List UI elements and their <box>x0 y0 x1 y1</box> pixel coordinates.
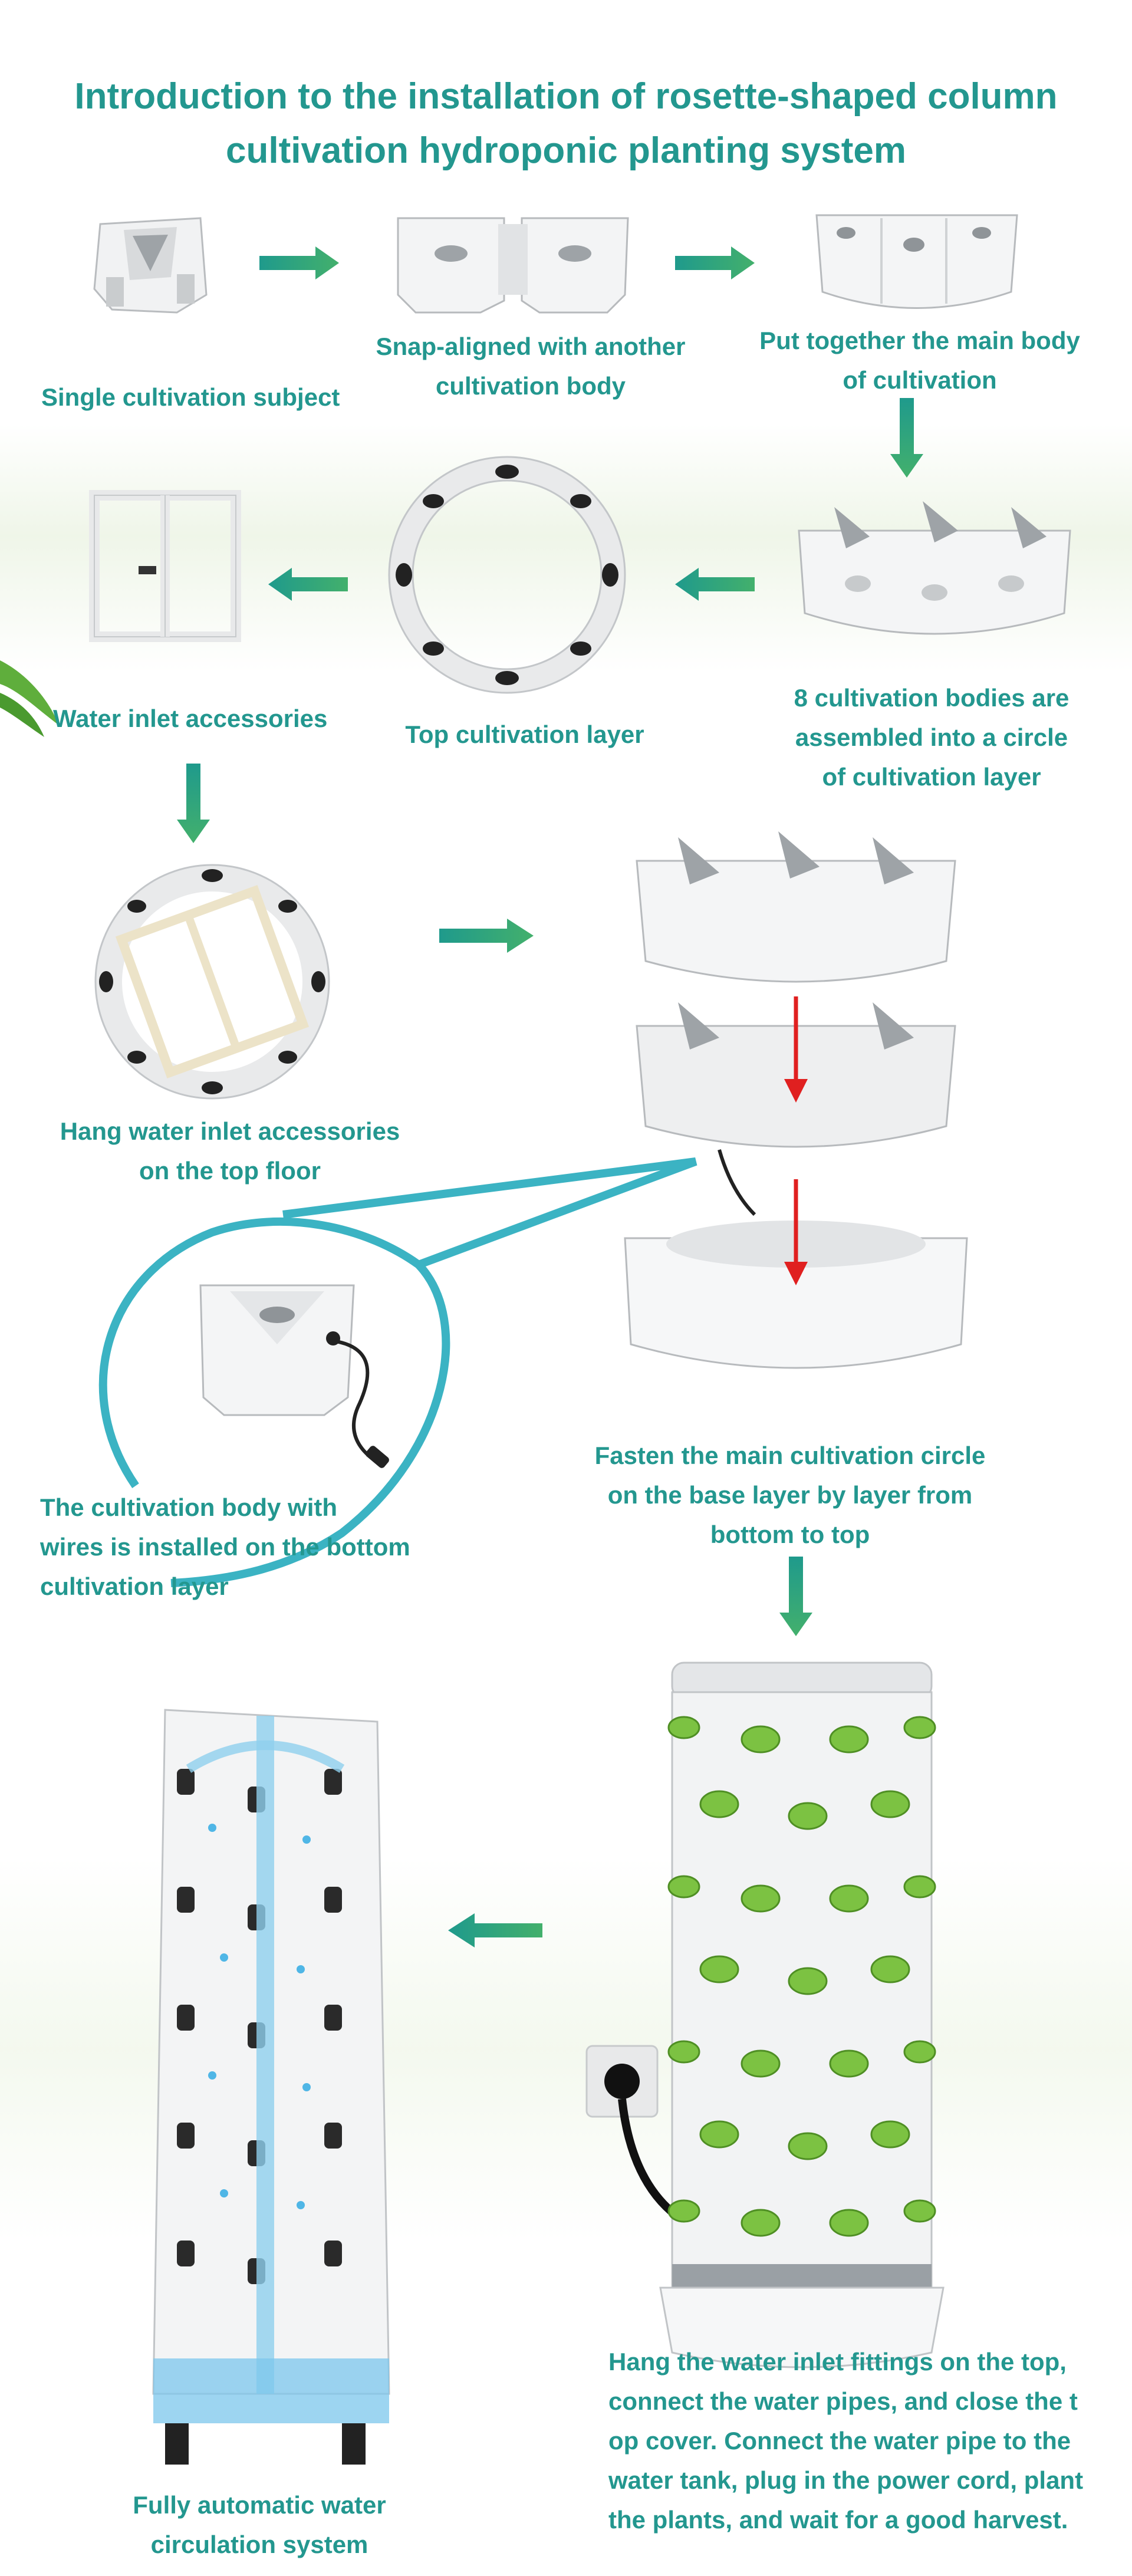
stack-layers-icon <box>624 831 968 1369</box>
step-caption: wires is installed on the bottom <box>40 1533 410 1561</box>
arrow-left-icon <box>268 568 348 601</box>
arrow-down-icon <box>779 1557 812 1636</box>
step-caption: of cultivation layer <box>822 763 1041 791</box>
step-caption: Fasten the main cultivation circle <box>594 1442 986 1469</box>
top-layer-icon <box>388 456 626 694</box>
step-caption: Top cultivation layer <box>405 721 644 748</box>
step-caption: circulation system <box>150 2531 368 2558</box>
step-caption: connect the water pipes, and close the t <box>608 2387 1078 2415</box>
step-caption: Water inlet accessories <box>53 705 328 732</box>
page-title: Introduction to the installation of rose… <box>74 76 1058 117</box>
step-caption: the plants, and wait for a good harvest. <box>608 2506 1068 2534</box>
step-caption: 8 cultivation bodies are <box>794 684 1070 712</box>
step-caption: water tank, plug in the power cord, plan… <box>608 2466 1084 2494</box>
step-caption: on the base layer by layer from <box>607 1481 973 1509</box>
step-caption: of cultivation <box>843 366 997 394</box>
step-caption: op cover. Connect the water pipe to the <box>608 2427 1071 2455</box>
frame-in-ring-icon <box>94 864 330 1100</box>
step-caption: bottom to top <box>710 1521 870 1548</box>
ring-layer-icon <box>798 501 1071 635</box>
step-caption: on the top floor <box>139 1157 321 1185</box>
main-body-icon <box>815 214 1018 309</box>
callout-ring <box>98 1157 697 1587</box>
step-caption: cultivation body <box>435 372 626 400</box>
arrow-right-icon <box>439 919 534 953</box>
step-caption: Hang water inlet accessories <box>60 1117 400 1145</box>
step-caption: Fully automatic water <box>133 2491 386 2519</box>
arrow-left-icon <box>448 1913 542 1947</box>
single-module-icon <box>93 217 208 314</box>
snapped-modules-icon <box>397 217 629 314</box>
step-caption: Hang the water inlet fittings on the top… <box>608 2348 1067 2376</box>
step-caption: assembled into a circle <box>795 723 1068 751</box>
leaf-decoration-icon <box>0 660 59 737</box>
planted-tower-icon <box>585 1662 945 2368</box>
step-caption: Put together the main body <box>759 327 1080 354</box>
step-caption: Single cultivation subject <box>41 383 340 411</box>
arrow-right-icon <box>259 246 339 279</box>
water-circulation-icon <box>152 1709 390 2465</box>
arrow-down-icon <box>177 764 210 843</box>
page-subtitle: cultivation hydroponic planting system <box>225 130 907 171</box>
wired-module-icon <box>199 1284 389 1468</box>
arrow-down-icon <box>890 398 923 478</box>
step-caption: Snap-aligned with another <box>376 333 686 360</box>
arrow-left-icon <box>675 568 755 601</box>
step-caption: cultivation layer <box>40 1572 229 1600</box>
arrow-right-icon <box>675 246 755 279</box>
step-caption: The cultivation body with <box>40 1493 337 1521</box>
pipe-frame-icon <box>89 490 241 642</box>
